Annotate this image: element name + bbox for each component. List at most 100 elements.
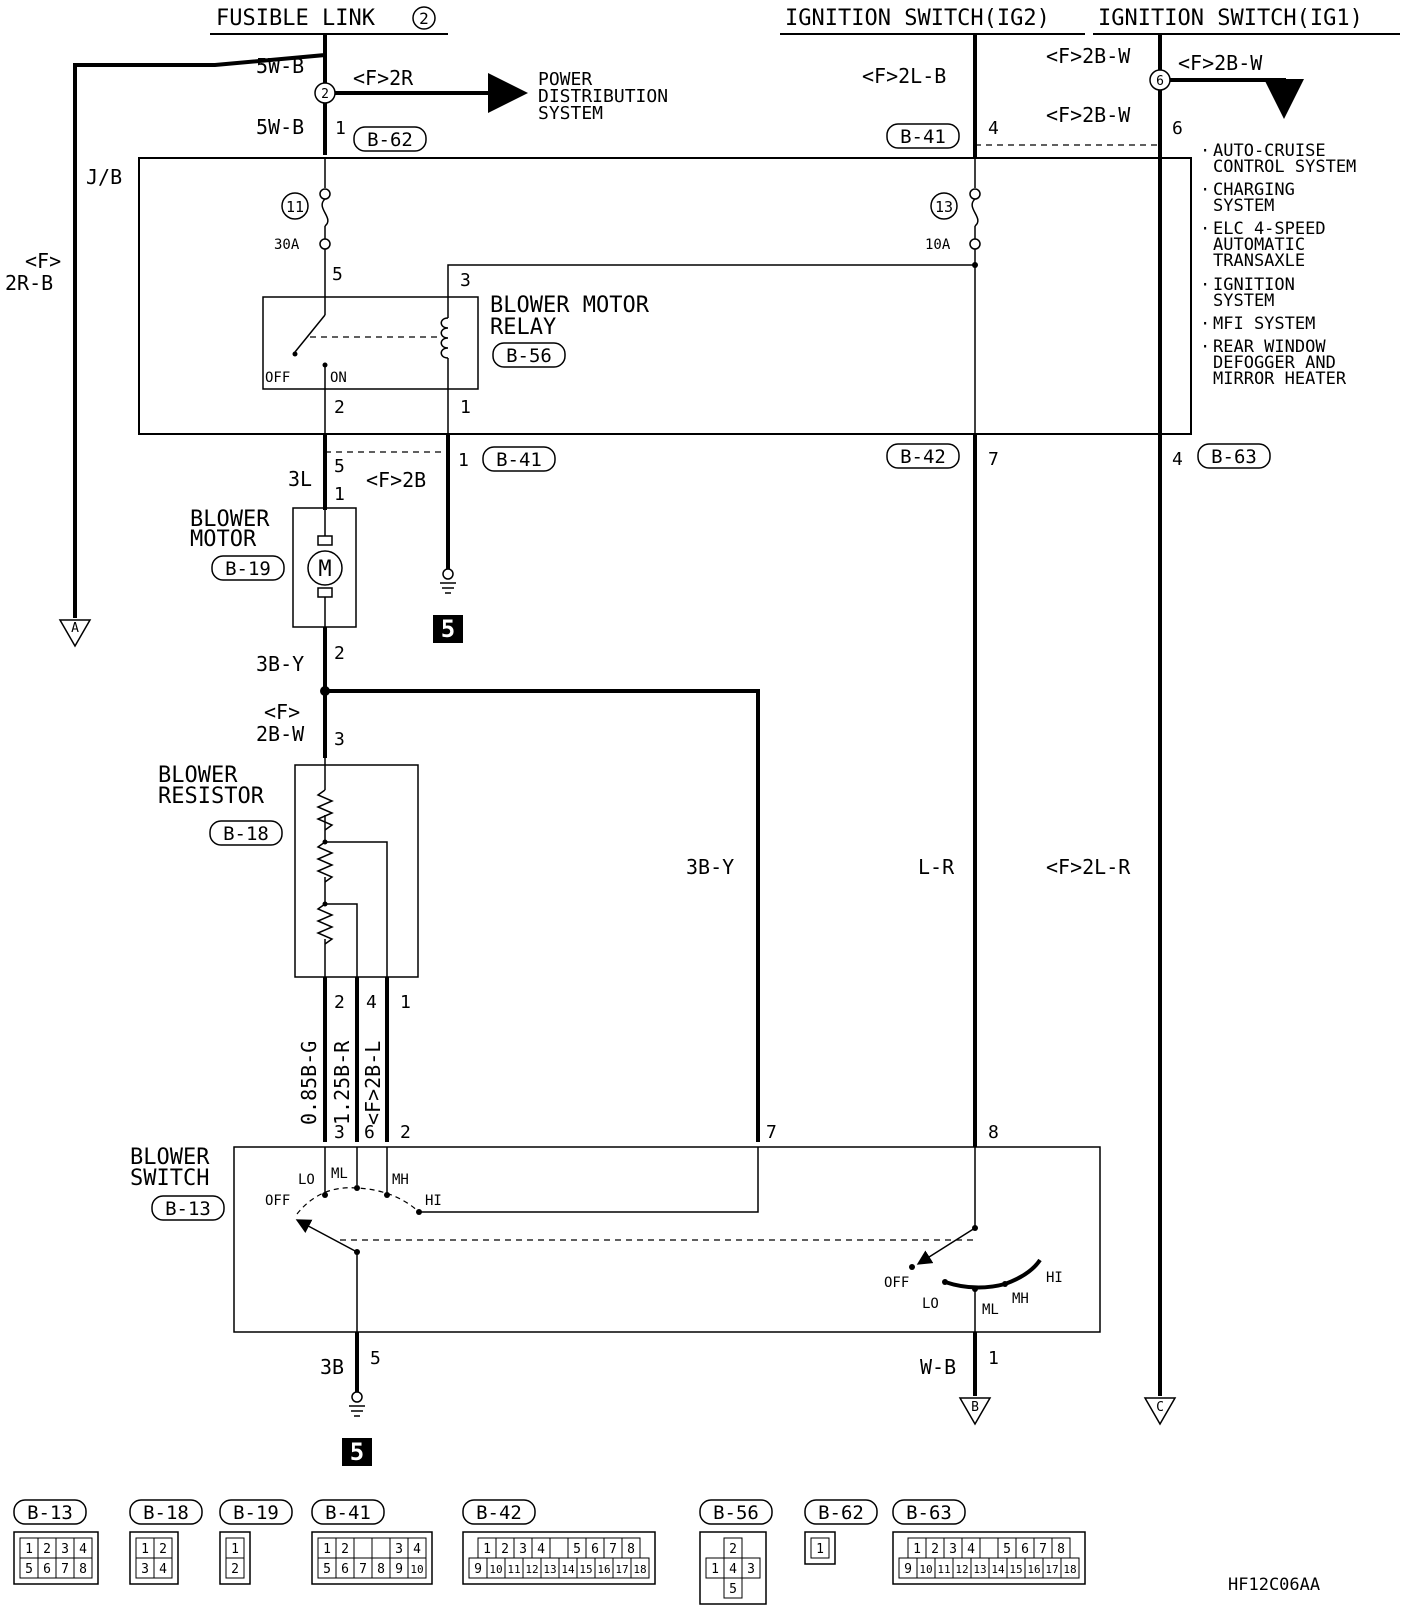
pin-number: 5 [729, 1582, 737, 1597]
svg-text:·: · [1200, 314, 1210, 334]
svg-text:B-13: B-13 [165, 1198, 211, 1220]
svg-text:·: · [1200, 219, 1210, 239]
svg-text:BLOWER MOTOR: BLOWER MOTOR [490, 293, 650, 318]
wire-label-f: <F> [264, 700, 300, 724]
svg-text:M: M [318, 557, 331, 582]
pin-number: 7 [359, 1562, 367, 1577]
pin-number: 10 [919, 1563, 932, 1576]
pin-number: 4 [537, 1542, 545, 1557]
svg-text:30A: 30A [274, 237, 300, 253]
svg-text:·: · [1200, 337, 1210, 357]
pin-label: 6 [364, 1122, 375, 1143]
svg-text:BLOWER: BLOWER [130, 1145, 210, 1170]
wire-label-f2b: <F>2B [366, 468, 426, 492]
pin-number: 13 [543, 1563, 556, 1576]
connector-tag-b-42: B-42 [886, 443, 960, 469]
svg-text:MOTOR: MOTOR [190, 527, 257, 552]
pin-number: 3 [61, 1542, 69, 1557]
svg-text:B-63: B-63 [1211, 446, 1257, 468]
power-distribution-label: POWER DISTRIBUTION SYSTEM [538, 69, 668, 124]
wire-label-f2l-b: <F>2L-B [862, 64, 946, 88]
pin-label: 1 [460, 397, 471, 418]
pin-label: 8 [988, 1122, 999, 1143]
pin-number: 16 [1027, 1563, 1040, 1576]
pin-number: 8 [79, 1562, 87, 1577]
svg-text:MH: MH [392, 1172, 409, 1188]
svg-text:11: 11 [286, 198, 304, 216]
fusible-link-header: FUSIBLE LINK 2 [210, 6, 448, 35]
svg-text:2: 2 [321, 87, 329, 102]
pin-number: 12 [955, 1563, 968, 1576]
svg-text:FUSIBLE LINK: FUSIBLE LINK [216, 6, 376, 31]
svg-text:MFI SYSTEM: MFI SYSTEM [1213, 314, 1315, 334]
pin-number: 3 [747, 1562, 755, 1577]
svg-text:POWER: POWER [538, 69, 592, 90]
pin-number: 1 [711, 1562, 719, 1577]
connector-view-b-62: B-621 [804, 1499, 878, 1565]
svg-text:AUTOMATIC: AUTOMATIC [1213, 235, 1305, 255]
svg-text:REAR WINDOW: REAR WINDOW [1213, 337, 1326, 357]
connector-tag-b-41-mid: B-41 [482, 446, 556, 472]
svg-text:·: · [1200, 180, 1210, 200]
svg-text:SYSTEM: SYSTEM [1213, 291, 1274, 311]
svg-text:SYSTEM: SYSTEM [1213, 196, 1274, 216]
ignition-switch-ig1-header: IGNITION SWITCH(IG1) [1093, 6, 1400, 35]
wire-label-2b-w: 2B-W [256, 722, 305, 746]
svg-text:ON: ON [330, 370, 347, 386]
wire-label-f2b-w-2: <F>2B-W [1178, 51, 1263, 75]
svg-text:IGNITION SWITCH(IG1): IGNITION SWITCH(IG1) [1098, 6, 1363, 31]
svg-text:13: 13 [935, 198, 953, 216]
svg-text:ML: ML [982, 1302, 999, 1318]
pin-label: 7 [988, 449, 999, 470]
svg-text:6: 6 [1156, 74, 1164, 89]
pin-label: 3 [460, 270, 471, 291]
pin-number: 6 [1021, 1542, 1029, 1557]
svg-text:B-41: B-41 [900, 126, 946, 148]
pin-number: 4 [413, 1542, 421, 1557]
connector-view-label: B-42 [476, 1502, 522, 1524]
svg-text:BLOWER: BLOWER [190, 507, 270, 532]
wire-label-5w-b: 5W-B [256, 54, 304, 78]
svg-text:BLOWER: BLOWER [158, 763, 238, 788]
pin-number: 7 [1039, 1542, 1047, 1557]
wire-label-f2l-r: <F>2L-R [1046, 855, 1131, 879]
pin-label: 2 [334, 397, 345, 418]
fuse-13: 13 10A [925, 158, 981, 253]
pin-number: 10 [410, 1563, 423, 1576]
svg-text:B-18: B-18 [223, 823, 269, 845]
pin-number: 16 [597, 1563, 610, 1576]
pin-number: 2 [231, 1562, 239, 1577]
pin-number: 5 [323, 1562, 331, 1577]
wire-label-3b: 3B [320, 1355, 344, 1379]
pin-number: 4 [729, 1562, 737, 1577]
pin-number: 6 [341, 1562, 349, 1577]
connector-tag-b-63: B-63 [1197, 443, 1271, 469]
pin-number: 1 [231, 1542, 239, 1557]
ignition-switch-ig2-header: IGNITION SWITCH(IG2) [780, 6, 1085, 35]
pin-number: 1 [816, 1542, 824, 1557]
svg-text:·: · [1200, 141, 1210, 161]
pin-label: 1 [334, 484, 345, 505]
svg-text:TRANSAXLE: TRANSAXLE [1213, 251, 1305, 271]
svg-text:5: 5 [350, 1438, 364, 1466]
ground-symbol-2: 5 [342, 1391, 372, 1466]
wire-label-5w-b-2: 5W-B [256, 115, 304, 139]
blower-motor: M BLOWER MOTOR B-19 [190, 507, 357, 628]
wire-label-3b-y: 3B-Y [256, 652, 304, 676]
pin-number: 2 [501, 1542, 509, 1557]
pin-number: 11 [937, 1563, 950, 1576]
pin-number: 5 [1003, 1542, 1011, 1557]
svg-text:AUTO-CRUISE: AUTO-CRUISE [1213, 141, 1326, 161]
pin-label: 4 [366, 992, 377, 1013]
svg-text:C: C [1156, 1400, 1164, 1415]
pin-number: 1 [483, 1542, 491, 1557]
svg-text:DISTRIBUTION: DISTRIBUTION [538, 86, 668, 107]
pin-label: 3 [334, 729, 345, 750]
terminal-c: C [1143, 1397, 1177, 1426]
pin-label: 5 [334, 456, 345, 477]
wire-label-3l: 3L [288, 467, 312, 491]
pin-label: 7 [766, 1122, 777, 1143]
svg-text:B-62: B-62 [367, 129, 413, 151]
connector-view-label: B-18 [143, 1502, 189, 1524]
connector-tag-b-62: B-62 [353, 126, 427, 152]
